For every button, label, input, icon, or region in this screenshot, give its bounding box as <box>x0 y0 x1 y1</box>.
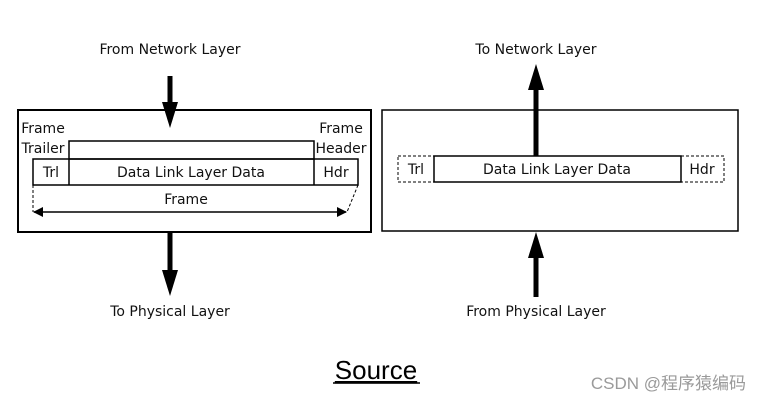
arrow-up-from-physical <box>528 232 544 297</box>
sending-box <box>17 109 372 233</box>
packet-outline <box>68 140 315 160</box>
trl-cell: Trl <box>407 162 424 178</box>
hdr-cell: Hdr <box>323 165 348 181</box>
watermark: CSDN @程序猿编码 <box>591 374 746 393</box>
trl-cell: Trl <box>42 165 59 181</box>
trl-dashed-box <box>397 155 435 183</box>
arrow-up-to-network <box>528 64 544 156</box>
data-cell: Data Link Layer Data <box>483 162 631 178</box>
frame-label: Frame <box>164 192 208 208</box>
frame-header-label-2: Header <box>316 141 367 157</box>
receiving-box <box>381 109 739 232</box>
from-network-layer-label: From Network Layer <box>99 42 240 58</box>
from-physical-layer-label: From Physical Layer <box>466 304 606 320</box>
arrow-down-to-physical <box>162 232 178 296</box>
to-physical-layer-label: To Physical Layer <box>109 304 230 320</box>
frame-row <box>32 158 359 186</box>
receiving-side: To Network Layer Trl Data Link Layer Dat… <box>381 42 739 320</box>
source-caption: Source <box>335 355 417 385</box>
frame-trailer-label-2: Trailer <box>21 141 65 157</box>
arrow-down-into-box <box>162 76 178 128</box>
frame-trailer-label-1: Frame <box>21 121 65 137</box>
data-cell: Data Link Layer Data <box>117 165 265 181</box>
data-box <box>433 155 682 183</box>
sending-side: From Network Layer Frame Trailer Frame H… <box>17 42 372 320</box>
frame-header-label-1: Frame <box>319 121 363 137</box>
hdr-cell: Hdr <box>689 162 714 178</box>
to-network-layer-label: To Network Layer <box>474 42 596 58</box>
